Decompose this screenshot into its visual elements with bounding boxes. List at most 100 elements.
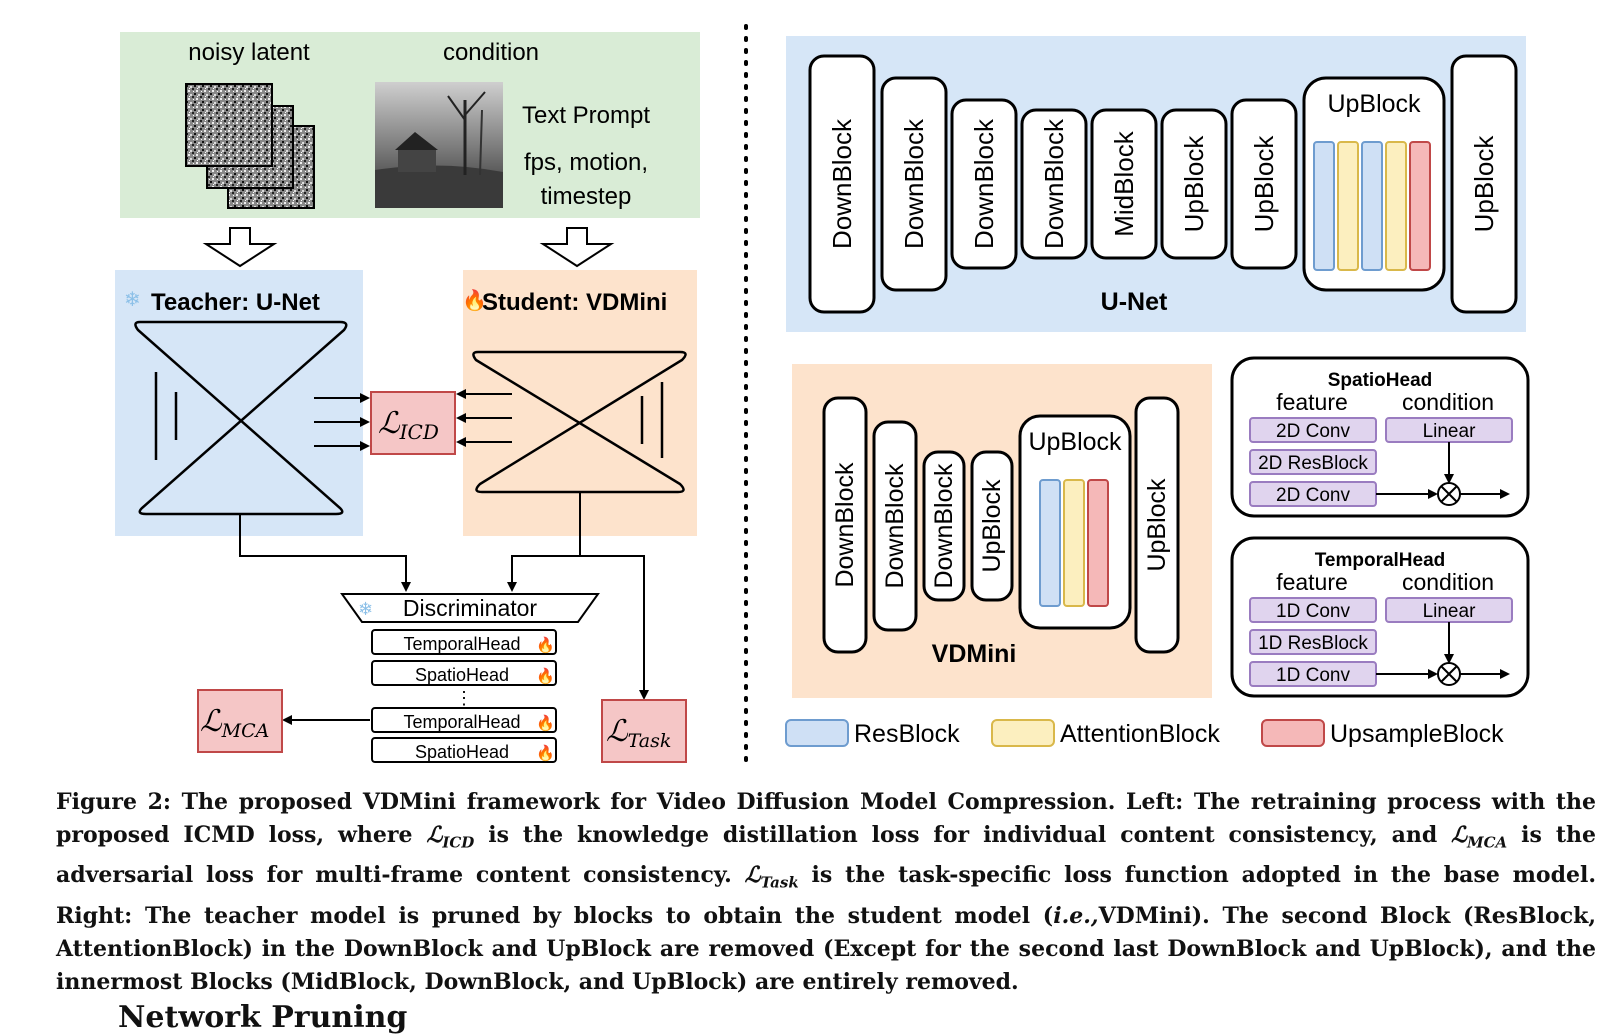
resblock (1361, 141, 1383, 271)
legend-label: UpsampleBlock (1330, 720, 1504, 748)
svg-text:feature: feature (1276, 569, 1348, 595)
upsampleblock (1087, 479, 1109, 607)
caption-part: is the task-specific loss function adopt… (56, 862, 1596, 929)
caption-math-task: ℒTask (744, 862, 799, 892)
figure-caption: Figure 2: The proposed VDMini framework … (56, 786, 1596, 999)
head-label: TemporalHead (403, 712, 520, 732)
fire-icon: 🔥 (536, 667, 555, 685)
fire-icon: 🔥 (462, 288, 487, 312)
caption-part: is the knowledge distillation loss for i… (474, 822, 1452, 848)
block-label: DownBlock (930, 463, 958, 589)
svg-text:1D Conv: 1D Conv (1276, 665, 1350, 686)
upblock-label: UpBlock (1327, 90, 1421, 118)
caption-part: is the adversarial loss for multi-frame … (56, 822, 1596, 889)
block: DownBlock (822, 396, 868, 654)
condition-label: condition (443, 39, 539, 66)
legend-swatch-upsample (1261, 719, 1325, 747)
block-label: DownBlock (831, 462, 859, 588)
fps-label-2: timestep (541, 183, 632, 210)
legend-swatch-attention (991, 719, 1055, 747)
mca-loss-label: ℒMCA (200, 704, 269, 742)
fire-icon: 🔥 (536, 744, 555, 762)
flow-lines (239, 492, 649, 725)
block: DownBlock (880, 76, 948, 292)
discriminator-title: Discriminator (403, 595, 538, 621)
icd-loss-box (370, 391, 456, 455)
svg-text:1D Conv: 1D Conv (1276, 601, 1350, 622)
block: UpBlock (1160, 108, 1228, 260)
spatio-head-detail: SpatioHead feature condition 2D Conv 2D … (1230, 356, 1530, 518)
block: DownBlock (1020, 108, 1088, 260)
block: MidBlock (1090, 108, 1158, 260)
fire-icon: 🔥 (536, 714, 555, 732)
svg-text:2D Conv: 2D Conv (1276, 485, 1350, 506)
svg-text:Linear: Linear (1423, 421, 1476, 442)
block-label: DownBlock (827, 118, 857, 249)
resblock (1313, 141, 1335, 271)
fire-icon: 🔥 (536, 636, 555, 654)
mca-loss-box (197, 689, 283, 753)
svg-text:Linear: Linear (1423, 601, 1476, 622)
block-label: DownBlock (899, 118, 929, 249)
block-label: DownBlock (881, 463, 909, 589)
hollow-arrow-right (539, 227, 615, 268)
icd-loss-label: ℒICD (378, 406, 439, 444)
resblock (1039, 479, 1061, 607)
unet-upblock-expanded: UpBlock (1302, 76, 1446, 292)
caption-math-mca: ℒMCA (1451, 822, 1508, 852)
svg-text:SpatioHead: SpatioHead (1328, 370, 1433, 391)
block-label: UpBlock (1249, 135, 1279, 233)
ellipsis: ⋮ (455, 688, 473, 708)
unet-label: U-Net (1101, 288, 1168, 316)
block-label: DownBlock (969, 118, 999, 249)
svg-text:2D ResBlock: 2D ResBlock (1258, 453, 1368, 474)
vdmini-label: VDMini (932, 640, 1017, 668)
teacher-unet-shape (134, 320, 348, 516)
text-prompt-label: Text Prompt (522, 102, 650, 129)
framework-figure: noisy latent condition Text Prompt fps, … (115, 24, 1530, 768)
svg-text:TemporalHead: TemporalHead (1315, 550, 1446, 571)
block: DownBlock (872, 420, 918, 632)
head-label: SpatioHead (415, 665, 509, 685)
block: UpBlock (1230, 98, 1298, 270)
student-title: Student: VDMini (482, 289, 667, 316)
svg-text:condition: condition (1402, 569, 1494, 595)
block-label: UpBlock (1179, 135, 1209, 233)
fps-label-1: fps, motion, (524, 149, 648, 176)
legend-label: AttentionBlock (1060, 720, 1220, 748)
block: UpBlock (1134, 396, 1180, 654)
noisy-latent-stack (185, 83, 315, 209)
upblock-label: UpBlock (1028, 428, 1122, 456)
block: UpBlock (970, 450, 1014, 602)
temporal-head-detail: TemporalHead feature condition 1D Conv 1… (1230, 536, 1530, 698)
attentionblock (1385, 141, 1407, 271)
discriminator-snowflake-icon: ❄ (358, 599, 373, 619)
block-label: UpBlock (1469, 135, 1499, 233)
block-label: DownBlock (1039, 118, 1069, 249)
block: DownBlock (950, 98, 1018, 270)
legend-label: ResBlock (854, 720, 960, 748)
hollow-arrow-left (202, 227, 278, 268)
svg-text:feature: feature (1276, 389, 1348, 415)
block: DownBlock (808, 54, 876, 314)
snowflake-icon: ❄ (124, 289, 141, 311)
task-loss-label: ℒTask (606, 714, 671, 752)
attentionblock (1337, 141, 1359, 271)
upsampleblock (1409, 141, 1431, 271)
block-label: UpBlock (978, 479, 1006, 573)
icd-arrows (314, 389, 512, 451)
teacher-title: Teacher: U-Net (151, 289, 320, 316)
condition-image (375, 82, 503, 208)
svg-text:2D Conv: 2D Conv (1276, 421, 1350, 442)
caption-part: Figure 2: The proposed VDMini framework … (56, 789, 1596, 848)
caption-ie: i.e., (1053, 902, 1099, 929)
discriminator-box (340, 593, 600, 623)
vdmini-upblock-expanded: UpBlock (1018, 414, 1132, 630)
legend-swatch-resblock (785, 719, 849, 747)
noisy-latent-label: noisy latent (188, 39, 310, 66)
block: UpBlock (1450, 54, 1518, 314)
discriminator-heads: TemporalHead 🔥 SpatioHead 🔥 ⋮ TemporalHe… (371, 629, 557, 763)
caption-math-icd: ℒICD (426, 822, 475, 852)
head-label: SpatioHead (415, 742, 509, 762)
